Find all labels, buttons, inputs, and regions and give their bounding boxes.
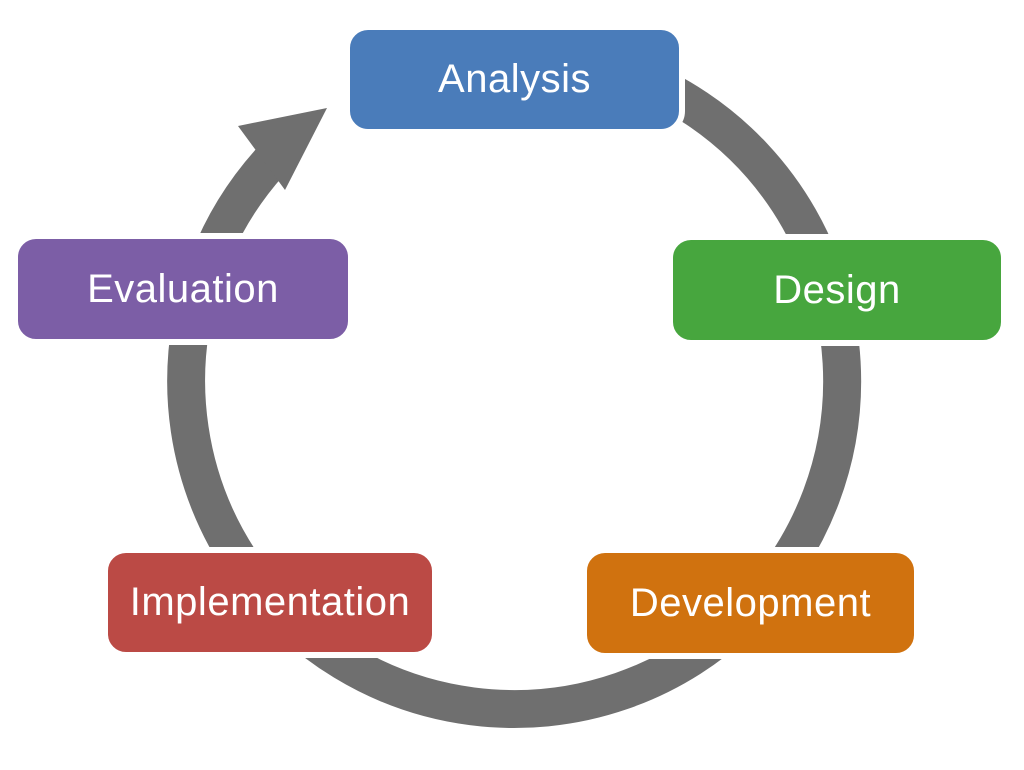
arrowhead-icon bbox=[238, 108, 327, 190]
stage-box-implementation: Implementation bbox=[102, 547, 438, 658]
stage-box-analysis: Analysis bbox=[344, 24, 685, 135]
stage-box-development: Development bbox=[581, 547, 920, 659]
stage-box-evaluation: Evaluation bbox=[12, 233, 354, 345]
stage-box-design: Design bbox=[667, 234, 1007, 346]
cycle-arc bbox=[167, 39, 862, 729]
